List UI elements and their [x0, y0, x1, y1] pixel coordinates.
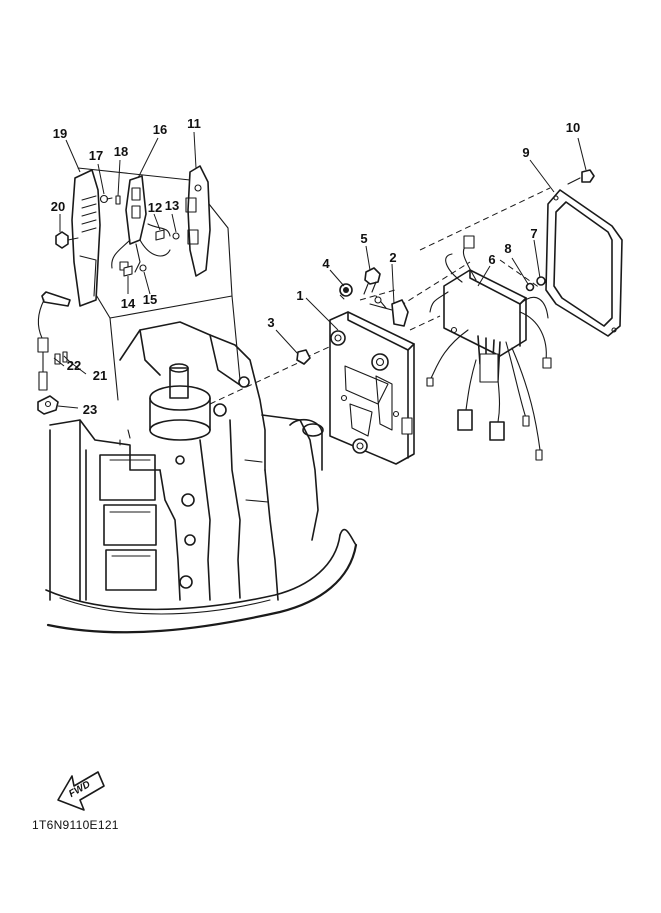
callout-13: 13: [165, 198, 179, 213]
callout-10: 10: [566, 120, 580, 135]
cover-assembly-box: [77, 167, 241, 401]
hardware-small: [55, 194, 180, 277]
coupler-part-2: [369, 295, 409, 327]
grommet-part-7: [536, 276, 546, 286]
cdi-unit-part-6: [426, 235, 552, 461]
callout-12: 12: [148, 200, 162, 215]
callout-18: 18: [114, 144, 128, 159]
callout-15: 15: [143, 292, 157, 307]
callout-16: 16: [153, 122, 167, 137]
fwd-direction-arrow: FWD: [57, 771, 105, 811]
callout-leaders: [53, 131, 587, 409]
callout-8: 8: [504, 241, 511, 256]
callout-14: 14: [121, 296, 136, 311]
grommet-part-8: [525, 282, 535, 292]
bracket-part-16: [125, 175, 147, 245]
callout-3: 3: [267, 315, 274, 330]
callout-4: 4: [322, 256, 330, 271]
callout-17: 17: [89, 148, 103, 163]
lead-wire-part-21: [37, 291, 71, 391]
callout-7: 7: [530, 226, 537, 241]
drawing-code: 1T6N9110E121: [32, 818, 119, 832]
gasket-part-9: [545, 189, 623, 337]
callout-23: 23: [83, 402, 97, 417]
callout-9: 9: [522, 145, 529, 160]
cover-part-19: [71, 169, 101, 307]
callout-1: 1: [296, 288, 303, 303]
cover-wiring: [111, 223, 171, 273]
bolt-part-5: [363, 267, 381, 295]
cover-part-11: [185, 165, 211, 277]
engine-powerhead: [45, 321, 358, 634]
mounting-plate-part-1: [329, 311, 415, 465]
callout-11: 11: [187, 116, 201, 131]
collar-part-3: [296, 349, 311, 365]
callout-5: 5: [360, 231, 367, 246]
callout-20: 20: [51, 199, 65, 214]
callout-22: 22: [67, 358, 81, 373]
callout-19: 19: [53, 126, 67, 141]
callout-21: 21: [93, 368, 107, 383]
grommet-part-4: [339, 283, 353, 297]
screw-part-10: [567, 169, 595, 185]
clip-part-23: [37, 395, 59, 415]
callout-6: 6: [488, 252, 495, 267]
callout-labels: 1 2 3 4 5 6 7 8 9 10 11 12 13 14 15 16 1…: [51, 116, 580, 417]
callout-2: 2: [389, 250, 396, 265]
